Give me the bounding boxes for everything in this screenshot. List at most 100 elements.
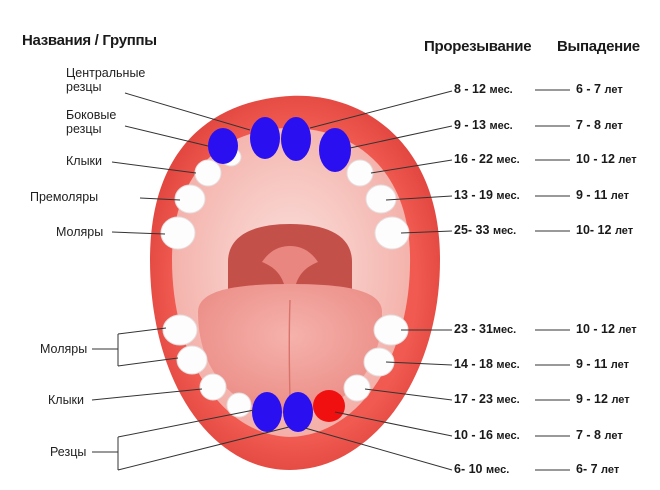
upper-premolar-right [365,184,397,214]
loss-value: 10- 12 [576,223,612,237]
loss-value: 9 - 11 [576,357,608,371]
lower-lateral-left [226,392,252,418]
eruption-value: 14 - 18 [454,357,493,371]
eruption-row-7: 14 - 18 мес. [454,357,520,371]
loss-unit: лет [604,84,623,96]
upper-canine-left [194,159,222,187]
loss-unit: лет [614,225,634,237]
loss-value: 7 - 8 [576,118,602,132]
loss-row-4: 9 - 11 лет [576,188,629,202]
eruption-row-10: 6- 10 мес. [454,462,509,476]
loss-unit: лет [610,190,629,202]
eruption-row-1: 8 - 12 мес. [454,82,513,96]
loss-unit: лет [618,154,637,166]
loss-unit: лет [618,324,637,336]
eruption-value: 16 - 22 [454,152,493,166]
eruption-unit: мес. [496,190,520,202]
loss-value: 9 - 11 [576,188,608,202]
eruption-unit: мес. [489,84,513,96]
tongue [198,284,382,414]
loss-row-9: 7 - 8 лет [576,428,623,442]
lower-central-incisor-right [283,392,313,432]
tongue-groove [288,299,291,399]
lower-highlighted-teeth [252,390,345,432]
loss-value: 7 - 8 [576,428,602,442]
loss-unit: лет [611,394,630,406]
lower-canine-left [199,373,227,401]
eruption-unit: мес. [485,464,510,476]
loss-unit: лет [601,464,620,476]
loss-row-6: 10 - 12 лет [576,322,637,336]
eruption-unit: мес. [492,324,517,336]
right-leader-lines [304,90,453,471]
upper-highlighted-teeth [208,117,351,172]
loss-value: 6 - 7 [576,82,602,96]
upper-central-incisor-left [250,117,280,159]
upper-premolar-left [174,184,206,214]
lower-central-incisor-left [252,392,282,432]
loss-row-7: 9 - 11 лет [576,357,629,371]
loss-row-2: 7 - 8 лет [576,118,623,132]
header-eruption: Прорезывание [424,38,532,55]
lower-premolar-left [176,345,208,375]
header-loss: Выпадение [557,38,640,55]
label-lateral-incisors: Боковые резцы [66,108,116,136]
label-incisors-lower: Резцы [50,445,87,459]
eruption-value: 9 - 13 [454,118,486,132]
eruption-row-4: 13 - 19 мес. [454,188,520,202]
lower-teeth [162,314,409,418]
uvula [262,246,318,289]
loss-unit: лет [604,120,623,132]
eruption-row-8: 17 - 23 мес. [454,392,520,406]
lower-canine-right [343,374,371,402]
upper-molar-left [160,216,196,250]
eruption-unit: мес. [496,359,520,371]
loss-unit: лет [604,430,623,442]
loss-row-8: 9 - 12 лет [576,392,630,406]
upper-lateral-incisor-left [208,128,238,164]
loss-row-10: 6- 7 лет [576,462,619,476]
eruption-value: 10 - 16 [454,428,493,442]
loss-value: 6- 7 [576,462,598,476]
eruption-row-9: 10 - 16 мес. [454,428,520,442]
eruption-value: 13 - 19 [454,188,493,202]
label-premolars: Премоляры [30,190,99,204]
label-central-incisors: Центральные резцы [66,66,145,94]
eruption-value: 17 - 23 [454,392,493,406]
label-canines-upper: Клыки [66,154,103,168]
loss-value: 10 - 12 [576,152,615,166]
eruption-unit: мес. [492,225,517,237]
label-molars-lower: Моляры [40,342,88,356]
eruption-row-2: 9 - 13 мес. [454,118,513,132]
loss-unit: лет [610,359,629,371]
label-central-incisors-line1: Центральные [66,66,146,80]
label-molars-upper: Моляры [56,225,104,239]
loss-row-3: 10 - 12 лет [576,152,637,166]
eruption-row-6: 23 - 31мес. [454,322,516,336]
loss-value: 10 - 12 [576,322,615,336]
label-central-incisors-line2: резцы [66,80,102,94]
eruption-value: 25- 33 [454,223,490,237]
upper-central-incisor-right [281,117,311,161]
eruption-row-5: 25- 33 мес. [454,223,516,237]
label-lateral-incisors-line2: резцы [66,122,102,136]
eruption-value: 23 - 31 [454,322,493,336]
eruption-row-3: 16 - 22 мес. [454,152,520,166]
loss-value: 9 - 12 [576,392,608,406]
eruption-unit: мес. [496,154,520,166]
loss-row-5: 10- 12 лет [576,223,633,237]
eruption-unit: мес. [496,430,520,442]
label-lateral-incisors-line1: Боковые [66,108,117,122]
lower-lateral-incisor-right [313,390,345,422]
left-leader-lines [91,92,290,471]
eruption-value: 8 - 12 [454,82,486,96]
lower-molar-left [162,314,198,346]
eruption-unit: мес. [489,120,513,132]
upper-lateral-incisor-right [319,128,351,172]
column-connectors [535,89,570,471]
eruption-unit: мес. [496,394,520,406]
upper-canine-right [346,159,374,187]
label-canines-lower: Клыки [48,393,85,407]
